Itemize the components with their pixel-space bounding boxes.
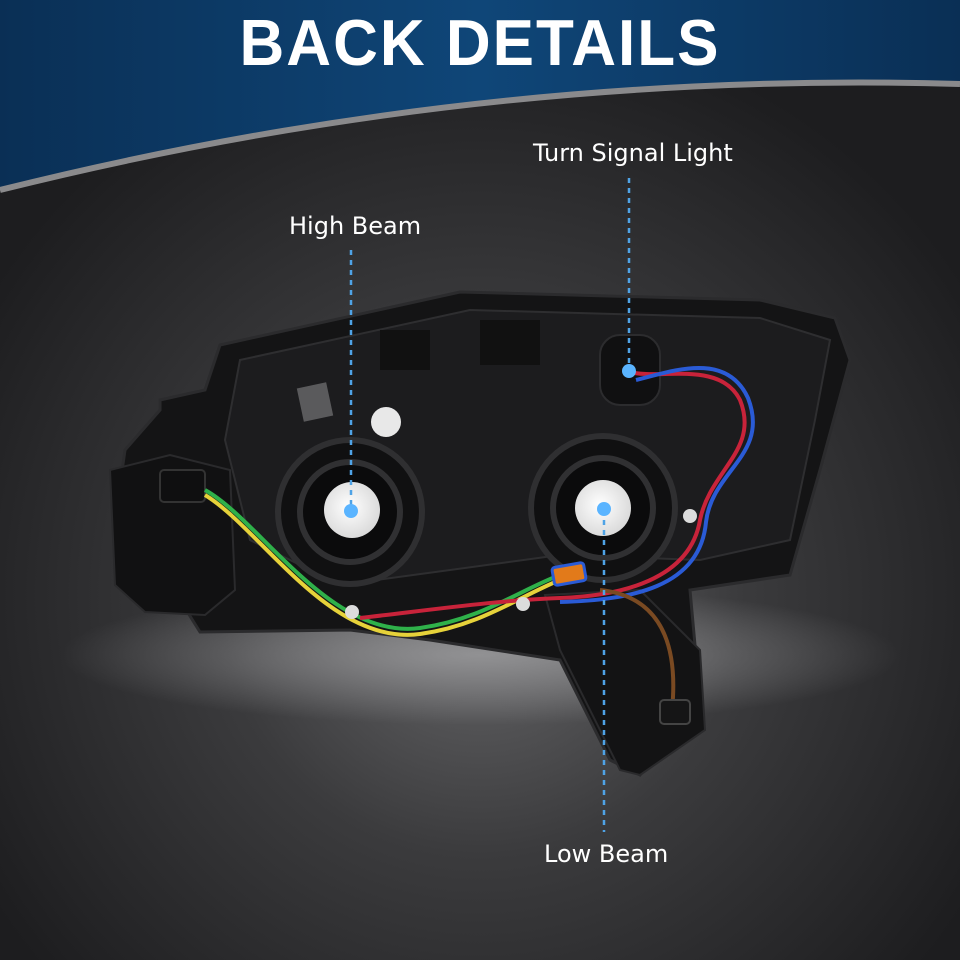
wire-clip-3 (683, 509, 697, 523)
header-banner-edge (0, 79, 960, 193)
label-sticker (296, 382, 334, 422)
wire-brown (599, 588, 676, 711)
page-title: BACK DETAILS (239, 7, 721, 80)
headlight-assembly (108, 290, 852, 777)
low-beam-label: Low Beam (544, 840, 669, 868)
top-boss-2 (480, 320, 540, 365)
wire-red-main (359, 370, 747, 620)
wire-clip-2 (516, 597, 530, 611)
high-beam-label: High Beam (289, 212, 422, 240)
connector-block (159, 469, 206, 503)
header-banner (0, 0, 960, 190)
turn-signal-marker (622, 364, 636, 378)
parking-bulb (371, 407, 401, 437)
wire-blue-main (559, 366, 755, 604)
low-beam-marker (597, 502, 611, 516)
high-beam-marker (344, 504, 358, 518)
socket-plug (659, 699, 691, 725)
wire-clip-1 (345, 605, 359, 619)
wire-green (204, 488, 561, 631)
top-boss-1 (380, 330, 430, 370)
wire-connector (550, 561, 588, 587)
turn-signal-label: Turn Signal Light (533, 139, 733, 167)
